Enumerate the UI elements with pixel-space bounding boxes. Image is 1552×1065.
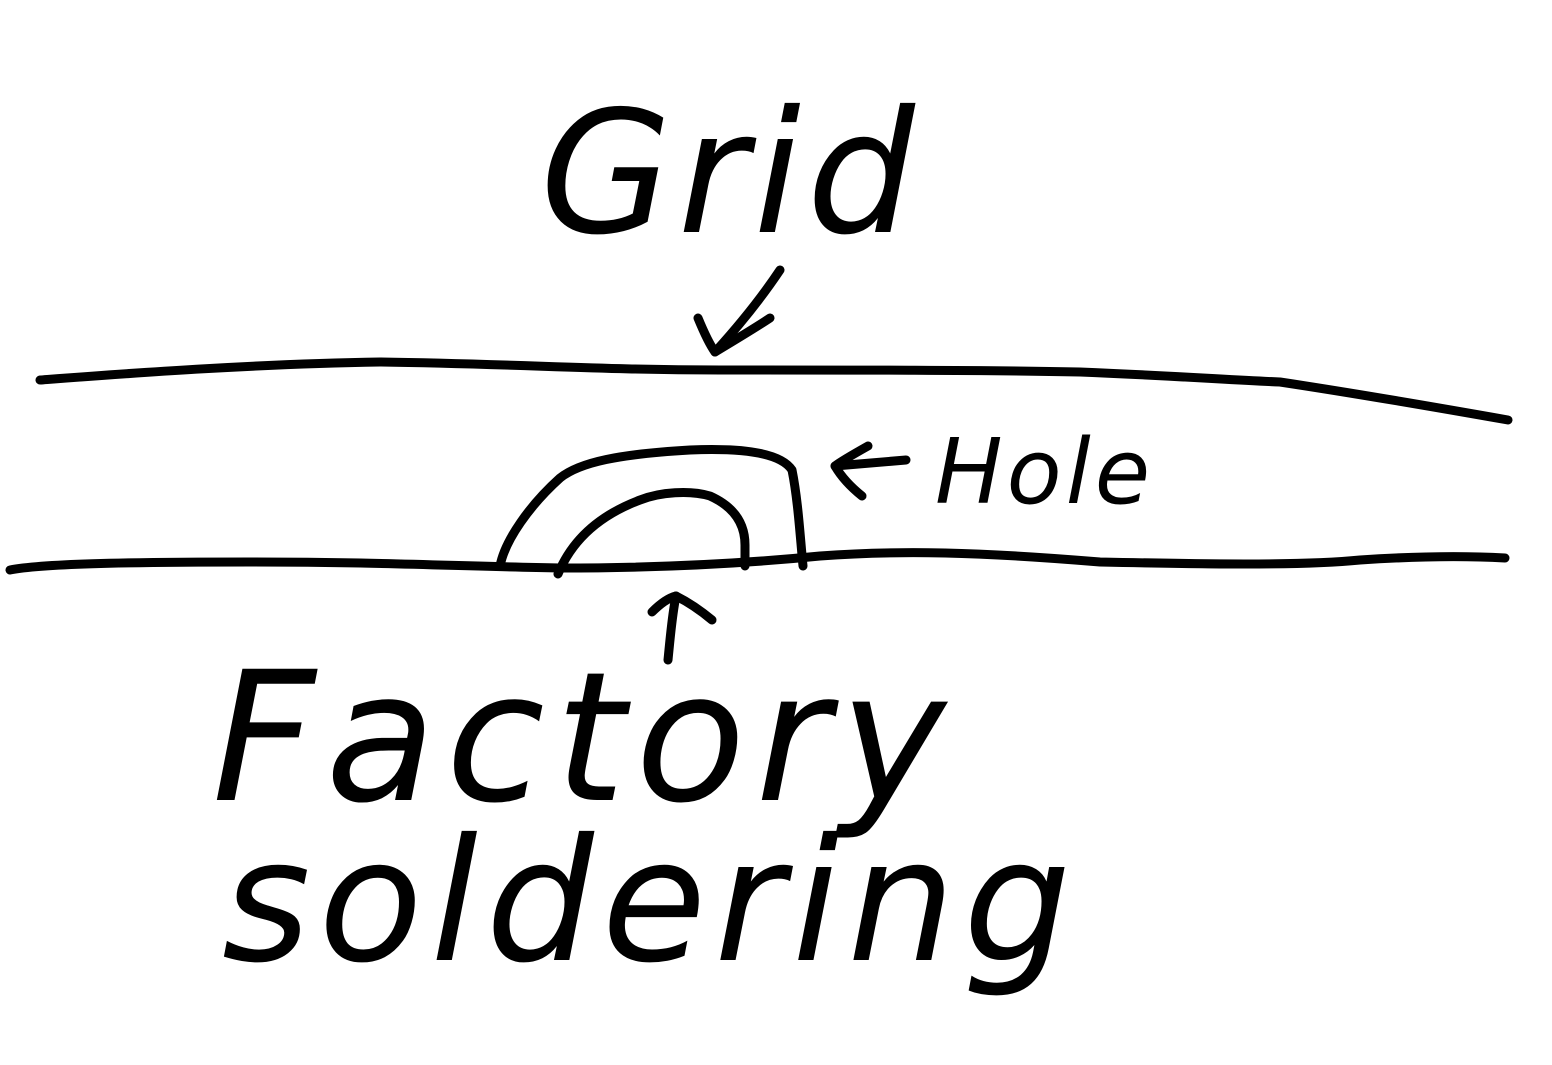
factory-label-line1: Factory xyxy=(212,634,956,843)
hole-inner-arch xyxy=(553,488,750,579)
grid-arrow xyxy=(693,265,785,357)
hole-arrow xyxy=(830,441,911,501)
factory-arrow xyxy=(647,591,717,665)
hole-arrow-shaft xyxy=(830,455,911,471)
factory-arrow-shaft xyxy=(663,591,681,665)
factory-arrow-head xyxy=(647,591,717,625)
grid-arrow-head xyxy=(693,313,775,357)
hole-label: Hole xyxy=(935,420,1154,525)
grid-label: Grid xyxy=(540,75,921,273)
hole-arrow-head xyxy=(830,441,873,501)
factory-label-line2: soldering xyxy=(222,803,1079,1001)
grid-arrow-shaft xyxy=(710,265,785,357)
grid-bottom-line xyxy=(5,548,1510,575)
grid-top-line xyxy=(35,357,1513,425)
hole-outer-arch xyxy=(495,445,808,571)
